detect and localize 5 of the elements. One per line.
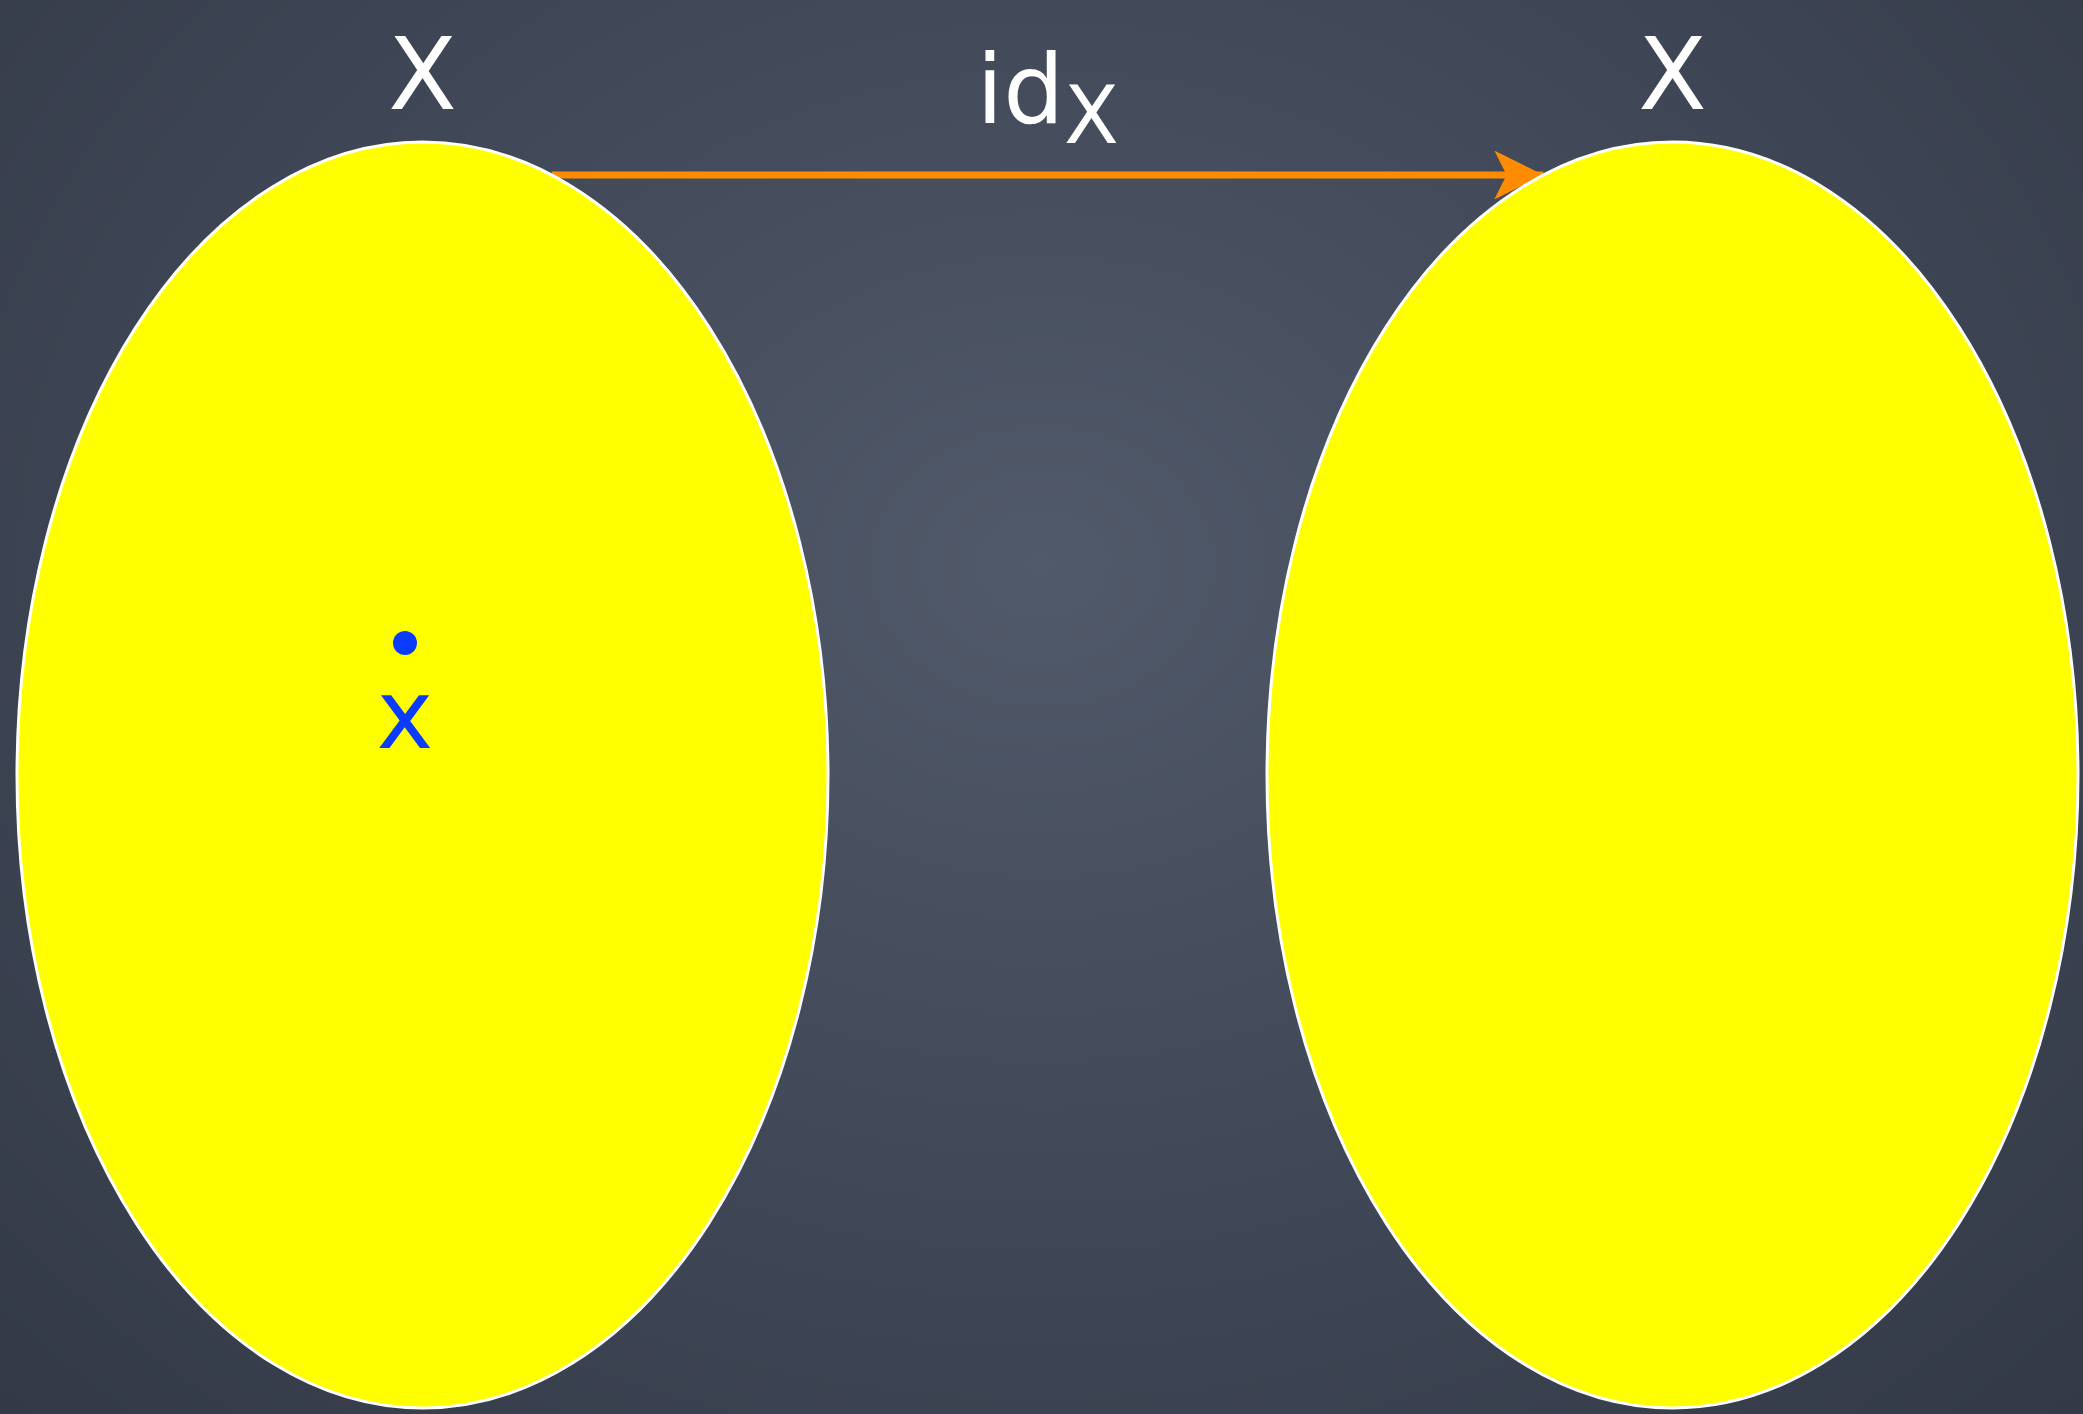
edge-label: id$_{X}$ bbox=[976, 35, 1119, 165]
element-label: x bbox=[375, 665, 435, 765]
set-label: X bbox=[1638, 20, 1707, 130]
arrow bbox=[551, 150, 1544, 200]
set-label: X bbox=[388, 20, 457, 130]
